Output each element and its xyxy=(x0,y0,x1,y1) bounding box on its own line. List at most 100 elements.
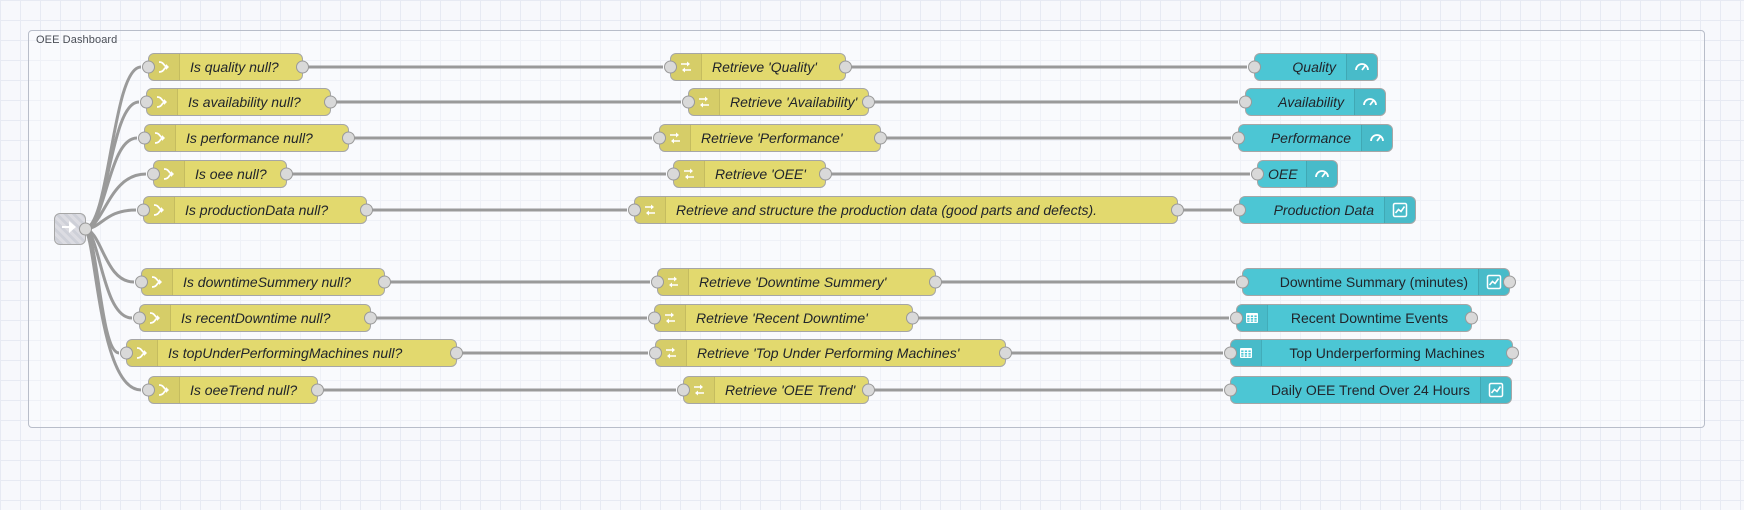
port-in[interactable] xyxy=(1224,383,1237,397)
node-ui-daily-oee-trend[interactable]: Daily OEE Trend Over 24 Hours xyxy=(1224,376,1512,404)
node-switch-production-data[interactable]: Is productionData null? xyxy=(137,196,373,224)
node-label: Retrieve 'Availability' xyxy=(730,94,858,110)
node-label: OEE xyxy=(1268,166,1298,182)
port-out[interactable] xyxy=(1506,346,1519,360)
port-in[interactable] xyxy=(140,95,153,109)
node-change-retrieve-production-data[interactable]: Retrieve and structure the production da… xyxy=(628,196,1184,224)
port-out[interactable] xyxy=(342,131,355,145)
node-switch-performance[interactable]: Is performance null? xyxy=(138,124,355,152)
node-label: Is oeeTrend null? xyxy=(190,382,298,398)
node-label: Retrieve 'Downtime Summery' xyxy=(699,274,887,290)
node-label: Is recentDowntime null? xyxy=(181,310,331,326)
node-ui-downtime-summary[interactable]: Downtime Summary (minutes) xyxy=(1236,268,1516,296)
node-label: Is performance null? xyxy=(186,130,313,146)
gauge-icon xyxy=(1306,161,1337,187)
port-out[interactable] xyxy=(364,311,377,325)
port-out[interactable] xyxy=(862,95,875,109)
node-ui-oee[interactable]: OEE xyxy=(1251,160,1338,188)
port-in[interactable] xyxy=(142,60,155,74)
node-label: Is availability null? xyxy=(188,94,301,110)
node-label: Recent Downtime Events xyxy=(1290,310,1449,326)
port-in[interactable] xyxy=(133,311,146,325)
node-label: Top Underperforming Machines xyxy=(1289,345,1485,361)
port-out[interactable] xyxy=(874,131,887,145)
port-in[interactable] xyxy=(664,60,677,74)
port-out[interactable] xyxy=(862,383,875,397)
port-in[interactable] xyxy=(1239,95,1252,109)
node-switch-recent-downtime[interactable]: Is recentDowntime null? xyxy=(133,304,377,332)
node-ui-recent-downtime-events[interactable]: Recent Downtime Events xyxy=(1230,304,1478,332)
node-label: Quality xyxy=(1292,59,1336,75)
port-in[interactable] xyxy=(1251,167,1264,181)
port-in[interactable] xyxy=(649,346,662,360)
switch-icon xyxy=(149,54,180,80)
node-switch-oee[interactable]: Is oee null? xyxy=(147,160,293,188)
port-in[interactable] xyxy=(1224,346,1237,360)
port-out[interactable] xyxy=(839,60,852,74)
gauge-icon xyxy=(1361,125,1392,151)
port-in[interactable] xyxy=(135,275,148,289)
node-switch-oee-trend[interactable]: Is oeeTrend null? xyxy=(142,376,324,404)
port-out[interactable] xyxy=(906,311,919,325)
node-change-retrieve-downtime-summery[interactable]: Retrieve 'Downtime Summery' xyxy=(651,268,942,296)
node-switch-availability[interactable]: Is availability null? xyxy=(140,88,337,116)
port-in[interactable] xyxy=(142,383,155,397)
node-label: Retrieve and structure the production da… xyxy=(676,202,1098,218)
port-in[interactable] xyxy=(147,167,160,181)
port-in[interactable] xyxy=(648,311,661,325)
node-label: Is productionData null? xyxy=(185,202,329,218)
node-label: Is quality null? xyxy=(190,59,279,75)
port-in[interactable] xyxy=(1230,311,1243,325)
port-out[interactable] xyxy=(1503,275,1516,289)
port-in[interactable] xyxy=(628,203,641,217)
port-in[interactable] xyxy=(653,131,666,145)
port-out[interactable] xyxy=(378,275,391,289)
node-change-retrieve-oee-trend[interactable]: Retrieve 'OEE Trend' xyxy=(677,376,875,404)
port-out[interactable] xyxy=(324,95,337,109)
node-change-retrieve-recent-downtime[interactable]: Retrieve 'Recent Downtime' xyxy=(648,304,919,332)
node-ui-performance[interactable]: Performance xyxy=(1232,124,1393,152)
port-out[interactable] xyxy=(360,203,373,217)
link-in-icon xyxy=(60,219,80,240)
port-in[interactable] xyxy=(682,95,695,109)
port-in[interactable] xyxy=(677,383,690,397)
port-out[interactable] xyxy=(450,346,463,360)
node-change-retrieve-quality[interactable]: Retrieve 'Quality' xyxy=(664,53,852,81)
node-switch-downtime-summery[interactable]: Is downtimeSummery null? xyxy=(135,268,391,296)
node-switch-top-underperforming-machines[interactable]: Is topUnderPerformingMachines null? xyxy=(120,339,463,367)
group-label: OEE Dashboard xyxy=(36,34,118,46)
port-out[interactable] xyxy=(296,60,309,74)
port-in[interactable] xyxy=(1236,275,1249,289)
node-change-retrieve-top-under-performing-machines[interactable]: Retrieve 'Top Under Performing Machines' xyxy=(649,339,1012,367)
node-change-retrieve-availability[interactable]: Retrieve 'Availability' xyxy=(682,88,875,116)
port-in[interactable] xyxy=(667,167,680,181)
port-in[interactable] xyxy=(651,275,664,289)
port-out[interactable] xyxy=(999,346,1012,360)
port-in[interactable] xyxy=(138,131,151,145)
port-out[interactable] xyxy=(311,383,324,397)
chart-icon xyxy=(1384,197,1415,223)
port-out[interactable] xyxy=(79,222,92,236)
node-label: Is topUnderPerformingMachines null? xyxy=(168,345,403,361)
node-label: Retrieve 'OEE Trend' xyxy=(725,382,856,398)
node-change-retrieve-performance[interactable]: Retrieve 'Performance' xyxy=(653,124,887,152)
node-switch-quality[interactable]: Is quality null? xyxy=(142,53,309,81)
node-change-retrieve-oee[interactable]: Retrieve 'OEE' xyxy=(667,160,832,188)
port-out[interactable] xyxy=(819,167,832,181)
port-in[interactable] xyxy=(1248,60,1261,74)
node-link-in[interactable] xyxy=(54,213,92,245)
port-in[interactable] xyxy=(120,346,133,360)
port-out[interactable] xyxy=(929,275,942,289)
port-out[interactable] xyxy=(280,167,293,181)
port-in[interactable] xyxy=(137,203,150,217)
port-in[interactable] xyxy=(1233,203,1246,217)
node-ui-production-data[interactable]: Production Data xyxy=(1233,196,1416,224)
port-out[interactable] xyxy=(1171,203,1184,217)
port-out[interactable] xyxy=(1465,311,1478,325)
node-ui-availability[interactable]: Availability xyxy=(1239,88,1386,116)
node-ui-top-underperforming-machines[interactable]: Top Underperforming Machines xyxy=(1224,339,1519,367)
port-in[interactable] xyxy=(1232,131,1245,145)
node-label: Retrieve 'Top Under Performing Machines' xyxy=(697,345,960,361)
node-ui-quality[interactable]: Quality xyxy=(1248,53,1378,81)
